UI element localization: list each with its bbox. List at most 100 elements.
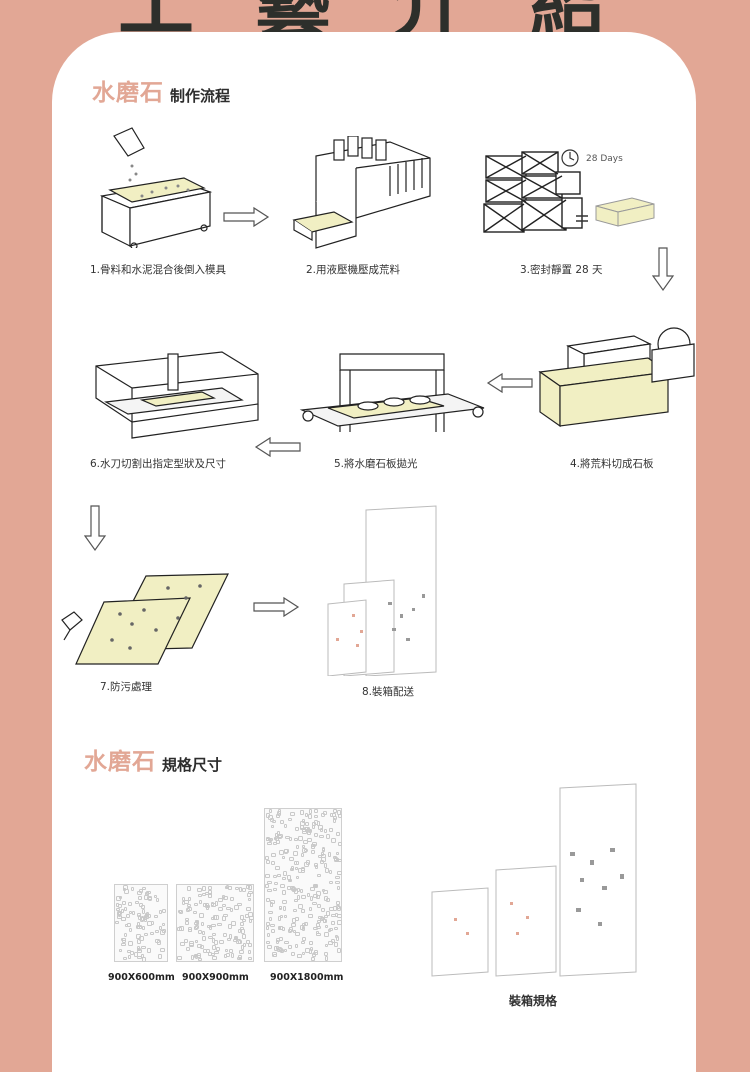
terrazzo-chip xyxy=(279,925,284,930)
terrazzo-chip xyxy=(300,852,304,858)
terrazzo-chip xyxy=(305,822,310,826)
terrazzo-chip xyxy=(295,932,300,937)
terrazzo-chip xyxy=(270,825,274,829)
tile-900x900 xyxy=(176,884,255,962)
terrazzo-chip xyxy=(321,848,325,852)
terrazzo-chip xyxy=(274,866,280,870)
terrazzo-chip xyxy=(272,888,278,892)
terrazzo-chip xyxy=(291,865,295,871)
terrazzo-chip xyxy=(293,837,298,841)
terrazzo-chip xyxy=(337,841,342,846)
terrazzo-chip xyxy=(160,947,165,953)
terrazzo-chip xyxy=(275,946,279,951)
terrazzo-chip xyxy=(298,836,303,841)
terrazzo-chip xyxy=(211,956,217,960)
terrazzo-chip xyxy=(313,814,319,819)
terrazzo-chip xyxy=(230,896,234,902)
terrazzo-chip xyxy=(145,892,149,896)
terrazzo-chip xyxy=(182,901,186,906)
terrazzo-chip xyxy=(156,939,161,945)
terrazzo-chip xyxy=(224,948,229,953)
terrazzo-chip xyxy=(155,898,160,902)
terrazzo-chip xyxy=(305,826,309,832)
terrazzo-chip xyxy=(207,924,211,928)
heading-glyph: 藝 xyxy=(255,0,331,32)
terrazzo-chip xyxy=(124,933,128,938)
terrazzo-chip xyxy=(265,940,270,944)
step2-caption: 2.用液壓機壓成荒料 xyxy=(306,264,401,276)
terrazzo-chip xyxy=(275,939,280,945)
size-label-900x1800: 900X1800mm xyxy=(270,972,344,983)
terrazzo-chip xyxy=(312,902,318,906)
terrazzo-chip xyxy=(268,815,273,821)
terrazzo-chip xyxy=(334,942,339,948)
terrazzo-chip xyxy=(249,916,255,921)
terrazzo-chip xyxy=(194,902,198,907)
spec-title-main: 水磨石 xyxy=(84,749,156,775)
terrazzo-chip xyxy=(266,880,272,885)
terrazzo-chip xyxy=(115,920,119,924)
terrazzo-chip xyxy=(313,820,319,826)
terrazzo-chip xyxy=(153,894,158,898)
terrazzo-chip xyxy=(238,954,243,959)
terrazzo-chip xyxy=(324,932,329,937)
terrazzo-chip xyxy=(198,894,202,898)
terrazzo-chip xyxy=(206,904,211,908)
terrazzo-chip xyxy=(292,929,296,934)
terrazzo-chip xyxy=(139,917,145,922)
terrazzo-chip xyxy=(286,885,292,890)
terrazzo-chip xyxy=(282,899,288,904)
step7-stain-protection-illustration xyxy=(61,573,229,665)
terrazzo-chip xyxy=(115,907,121,911)
terrazzo-chip xyxy=(141,957,146,962)
terrazzo-chip xyxy=(131,887,135,892)
terrazzo-chip xyxy=(121,942,126,947)
terrazzo-chip xyxy=(137,948,141,952)
terrazzo-chip xyxy=(284,948,288,953)
terrazzo-chip xyxy=(315,930,320,935)
terrazzo-chip xyxy=(248,897,252,901)
terrazzo-chip xyxy=(196,955,201,959)
terrazzo-chip xyxy=(239,887,243,893)
terrazzo-chip xyxy=(321,857,326,862)
terrazzo-chip xyxy=(301,922,306,927)
heading-glyph: 工 xyxy=(118,0,194,32)
terrazzo-chip xyxy=(267,889,272,893)
terrazzo-chip xyxy=(303,839,308,845)
terrazzo-chip xyxy=(215,901,219,907)
terrazzo-chip xyxy=(158,910,162,914)
terrazzo-chip xyxy=(272,953,278,958)
terrazzo-chip xyxy=(239,926,244,930)
terrazzo-chip xyxy=(230,953,234,958)
terrazzo-chip xyxy=(325,955,329,961)
terrazzo-chip xyxy=(134,901,139,905)
terrazzo-chip xyxy=(298,904,303,910)
terrazzo-chip xyxy=(269,899,275,904)
terrazzo-chip xyxy=(229,948,233,953)
terrazzo-chip xyxy=(217,922,222,927)
terrazzo-chip xyxy=(313,809,318,814)
terrazzo-chip xyxy=(335,935,339,939)
terrazzo-chip xyxy=(117,910,122,916)
terrazzo-chip xyxy=(234,886,239,891)
terrazzo-chip xyxy=(199,944,204,949)
terrazzo-chip xyxy=(196,943,202,948)
step7-caption: 7.防污處理 xyxy=(100,681,153,693)
step4-slab-cutting-illustration xyxy=(538,327,695,428)
packaging-boxes-illustration xyxy=(431,783,637,977)
terrazzo-chip xyxy=(334,880,340,885)
terrazzo-chip xyxy=(184,918,190,922)
terrazzo-chip xyxy=(248,885,252,890)
terrazzo-chip xyxy=(222,903,227,907)
terrazzo-chip xyxy=(301,895,307,900)
terrazzo-chip xyxy=(316,922,320,927)
terrazzo-chip xyxy=(290,812,296,817)
terrazzo-chip xyxy=(294,898,299,902)
terrazzo-chip xyxy=(121,937,126,943)
terrazzo-chip xyxy=(297,888,301,893)
terrazzo-chip xyxy=(241,888,247,892)
terrazzo-chip xyxy=(304,862,309,867)
terrazzo-chip xyxy=(200,922,205,927)
terrazzo-chip xyxy=(141,905,145,909)
terrazzo-chip xyxy=(121,901,126,905)
